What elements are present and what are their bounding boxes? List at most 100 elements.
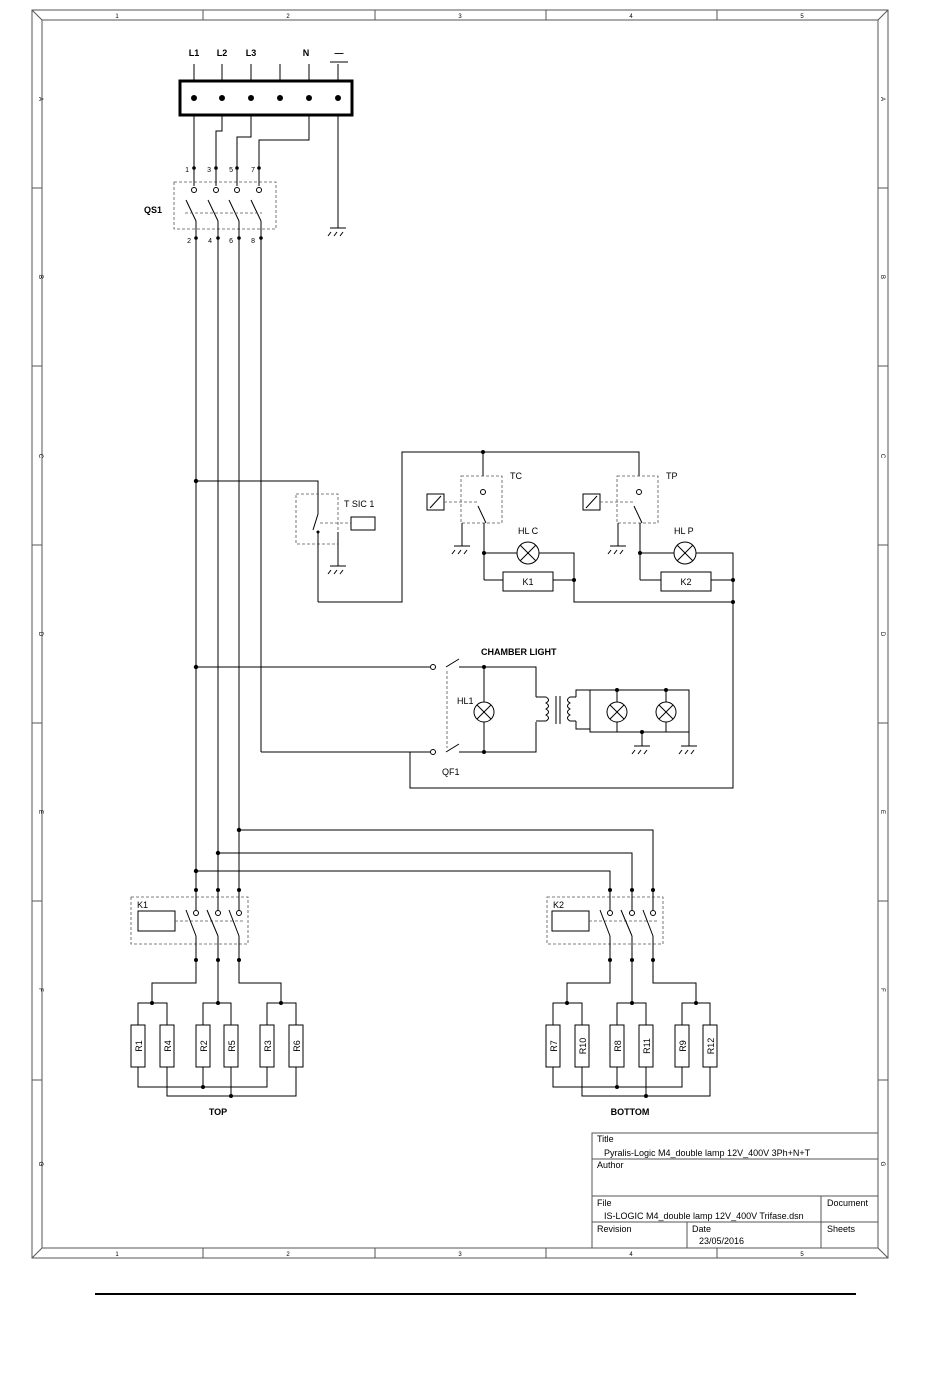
resistor-r3: R3 (259, 1024, 275, 1068)
row-label-left: D (37, 632, 43, 637)
lamp-hlc: HL C (484, 526, 575, 580)
coil-k2: K2 (409, 571, 735, 789)
isolator-pin: 2 (187, 238, 191, 245)
safety-thermostat-label: T SIC 1 (344, 499, 374, 509)
resistor-label: R6 (292, 1040, 302, 1052)
title-block: Title Pyralis-Logic M4_double lamp 12V_4… (591, 1132, 879, 1249)
title-label: Title (597, 1134, 614, 1144)
coil-bottom-label: K2 (680, 577, 691, 587)
row-label-right: D (879, 632, 885, 637)
col-label-bottom: 5 (800, 1252, 804, 1258)
resistor-r12: R12 (702, 1024, 718, 1068)
row-label-right: E (879, 810, 885, 814)
resistor-label: R2 (199, 1040, 209, 1052)
isolator-pin: 1 (185, 167, 189, 174)
col-label-bottom: 3 (458, 1252, 462, 1258)
file-value: IS-LOGIC M4_double lamp 12V_400V Trifase… (604, 1211, 804, 1221)
thermostat-tp: TP (582, 471, 678, 580)
resistor-r1: R1 (130, 1024, 146, 1068)
lamp-hl1: HL1 (457, 696, 495, 723)
resistor-r9: R9 (674, 1024, 690, 1068)
date-value: 23/05/2016 (699, 1236, 744, 1246)
col-label-bottom: 2 (286, 1252, 290, 1258)
thermostat-tc: TC (426, 471, 522, 580)
safety-thermostat-tsic1: T SIC 1 (295, 493, 376, 602)
row-label-left: A (37, 97, 43, 101)
coil-top-label: K1 (522, 577, 533, 587)
row-label-right: C (879, 454, 885, 459)
lamp-top-label: HL C (518, 526, 539, 536)
transformer (536, 696, 576, 724)
isolator-pin: 6 (229, 238, 233, 245)
heater-bank-top: R1 R4 R2 R5 R3 R6 TOP (130, 960, 304, 1117)
chamber-light-title: CHAMBER LIGHT (481, 647, 557, 657)
isolator-pin: 8 (251, 238, 255, 245)
resistor-r6: R6 (288, 1024, 304, 1068)
resistor-label: R11 (642, 1038, 652, 1054)
resistor-label: R8 (613, 1040, 623, 1052)
row-label-right: G (879, 1162, 885, 1167)
isolator-label: QS1 (144, 205, 162, 215)
resistor-label: R5 (227, 1040, 237, 1052)
isolator-poles (185, 166, 263, 240)
col-label-top: 1 (115, 14, 119, 20)
document-label: Document (827, 1198, 869, 1208)
resistor-r4: R4 (159, 1024, 175, 1068)
contactor-k2: K2 (546, 888, 664, 962)
row-label-left: F (37, 988, 43, 992)
heater-bank-bottom: R7 R10 R8 R11 R9 R12 BOTTOM (545, 960, 718, 1117)
main-bus-lines (195, 238, 262, 890)
resistor-label: R1 (134, 1040, 144, 1052)
col-label-top: 5 (800, 14, 804, 20)
lamp-hl1-label: HL1 (457, 696, 474, 706)
thermostat-bottom-label: TP (666, 471, 678, 481)
supply-wiring (193, 115, 346, 237)
author-label: Author (597, 1160, 624, 1170)
resistor-r11: R11 (638, 1024, 654, 1068)
lamp-12v-left (606, 690, 628, 732)
col-label-top: 2 (286, 14, 290, 20)
lamp-bottom-label: HL P (674, 526, 694, 536)
heater-bottom-label: BOTTOM (611, 1107, 650, 1117)
resistor-label: R7 (549, 1040, 559, 1052)
isolator-pin: 5 (229, 167, 233, 174)
isolator-pin: 7 (251, 167, 255, 174)
date-label: Date (692, 1224, 711, 1234)
row-label-right: B (879, 275, 885, 279)
resistor-label: R3 (263, 1040, 273, 1052)
row-label-left: C (37, 454, 43, 459)
terminal-label-l2: L2 (217, 48, 228, 58)
terminal-label-l1: L1 (189, 48, 200, 58)
supply-terminal-block: L1 L2 L3 N — (178, 48, 354, 117)
contactor-bottom-label: K2 (553, 900, 564, 910)
row-label-left: B (37, 275, 43, 279)
sheets-label: Sheets (827, 1224, 856, 1234)
breaker-label: QF1 (442, 767, 460, 777)
resistor-label: R10 (578, 1038, 588, 1055)
file-label: File (597, 1198, 612, 1208)
revision-label: Revision (597, 1224, 632, 1234)
bottom-feed-wiring (193, 827, 654, 890)
contactor-k1: K1 (130, 888, 249, 962)
row-label-left: E (37, 810, 43, 814)
lamp-hlp: HL P (640, 526, 734, 580)
resistor-r8: R8 (609, 1024, 625, 1068)
col-label-bottom: 4 (629, 1252, 633, 1258)
isolator-pin: 4 (208, 238, 212, 245)
resistor-r10: R10 (574, 1024, 590, 1068)
terminal-label-n: N (303, 48, 310, 58)
col-label-top: 3 (458, 14, 462, 20)
coil-k1: K1 (484, 571, 733, 603)
lamp-12v-right (655, 690, 677, 732)
earth-symbol (327, 227, 346, 237)
heater-top-label: TOP (209, 1107, 227, 1117)
thermostat-top-label: TC (510, 471, 522, 481)
terminal-label-earth: — (335, 48, 344, 58)
grid-column-labels: 1 2 3 4 5 1 2 3 4 5 (115, 14, 804, 1258)
resistor-label: R12 (706, 1038, 716, 1055)
col-label-bottom: 1 (115, 1252, 119, 1258)
row-label-left: G (37, 1162, 43, 1167)
isolator-pin: 3 (207, 167, 211, 174)
col-label-top: 4 (629, 14, 633, 20)
